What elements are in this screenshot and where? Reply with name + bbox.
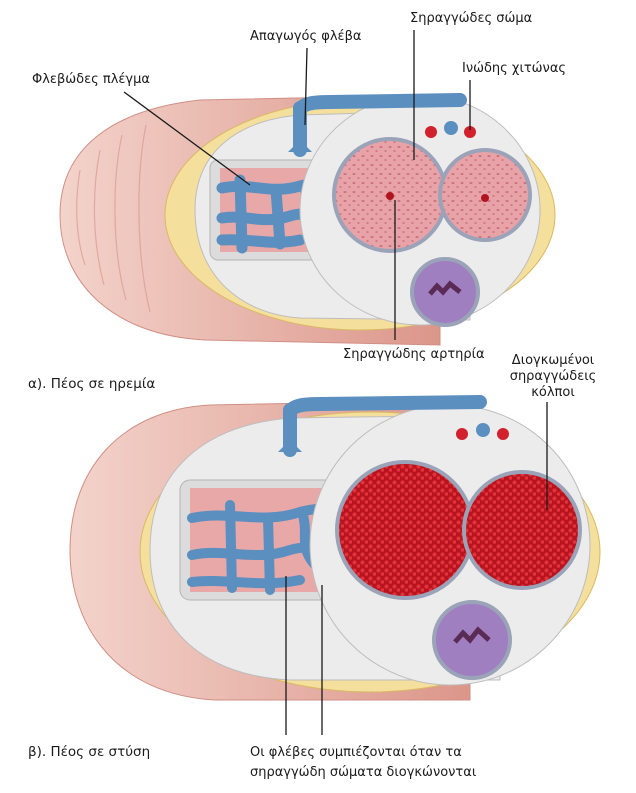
caption-flaccid: α). Πέος σε ηρεμία xyxy=(28,376,155,392)
erect-cross-section xyxy=(70,400,600,700)
label-deep-dorsal-vein: Απαγωγός φλέβα xyxy=(250,29,361,44)
label-dilated-sinuses-1: Διογκωμένοι xyxy=(512,353,594,368)
corpus-cavernosum-left-erect xyxy=(337,462,473,598)
corpus-cavernosum-right-erect xyxy=(464,472,580,588)
label-corpus-cavernosum: Σηραγγώδες σώμα xyxy=(410,11,532,26)
cross-section-face-erect xyxy=(310,405,590,685)
caption-erect: β). Πέος σε στύση xyxy=(28,744,150,760)
label-dilated-sinuses-2: σηραγγώδεις xyxy=(510,369,597,384)
label-cavernous-artery: Σηραγγώδης αρτηρία xyxy=(343,347,485,362)
label-venous-plexus: Φλεβώδες πλέγμα xyxy=(32,72,150,87)
cross-section-face-flaccid xyxy=(300,95,540,325)
cavernous-artery-left xyxy=(386,192,394,200)
label-veins-compressed-2: σηραγγώδη σώματα διογκώνονται xyxy=(250,765,476,780)
label-dilated-sinuses-3: κόλποι xyxy=(531,385,575,400)
cavernous-artery-right xyxy=(481,194,489,202)
label-veins-compressed-1: Οι φλέβες συμπιέζονται όταν τα xyxy=(250,745,462,760)
flaccid-cross-section xyxy=(60,95,555,345)
label-tunica-albuginea: Ινώδης χιτώνας xyxy=(462,61,566,76)
